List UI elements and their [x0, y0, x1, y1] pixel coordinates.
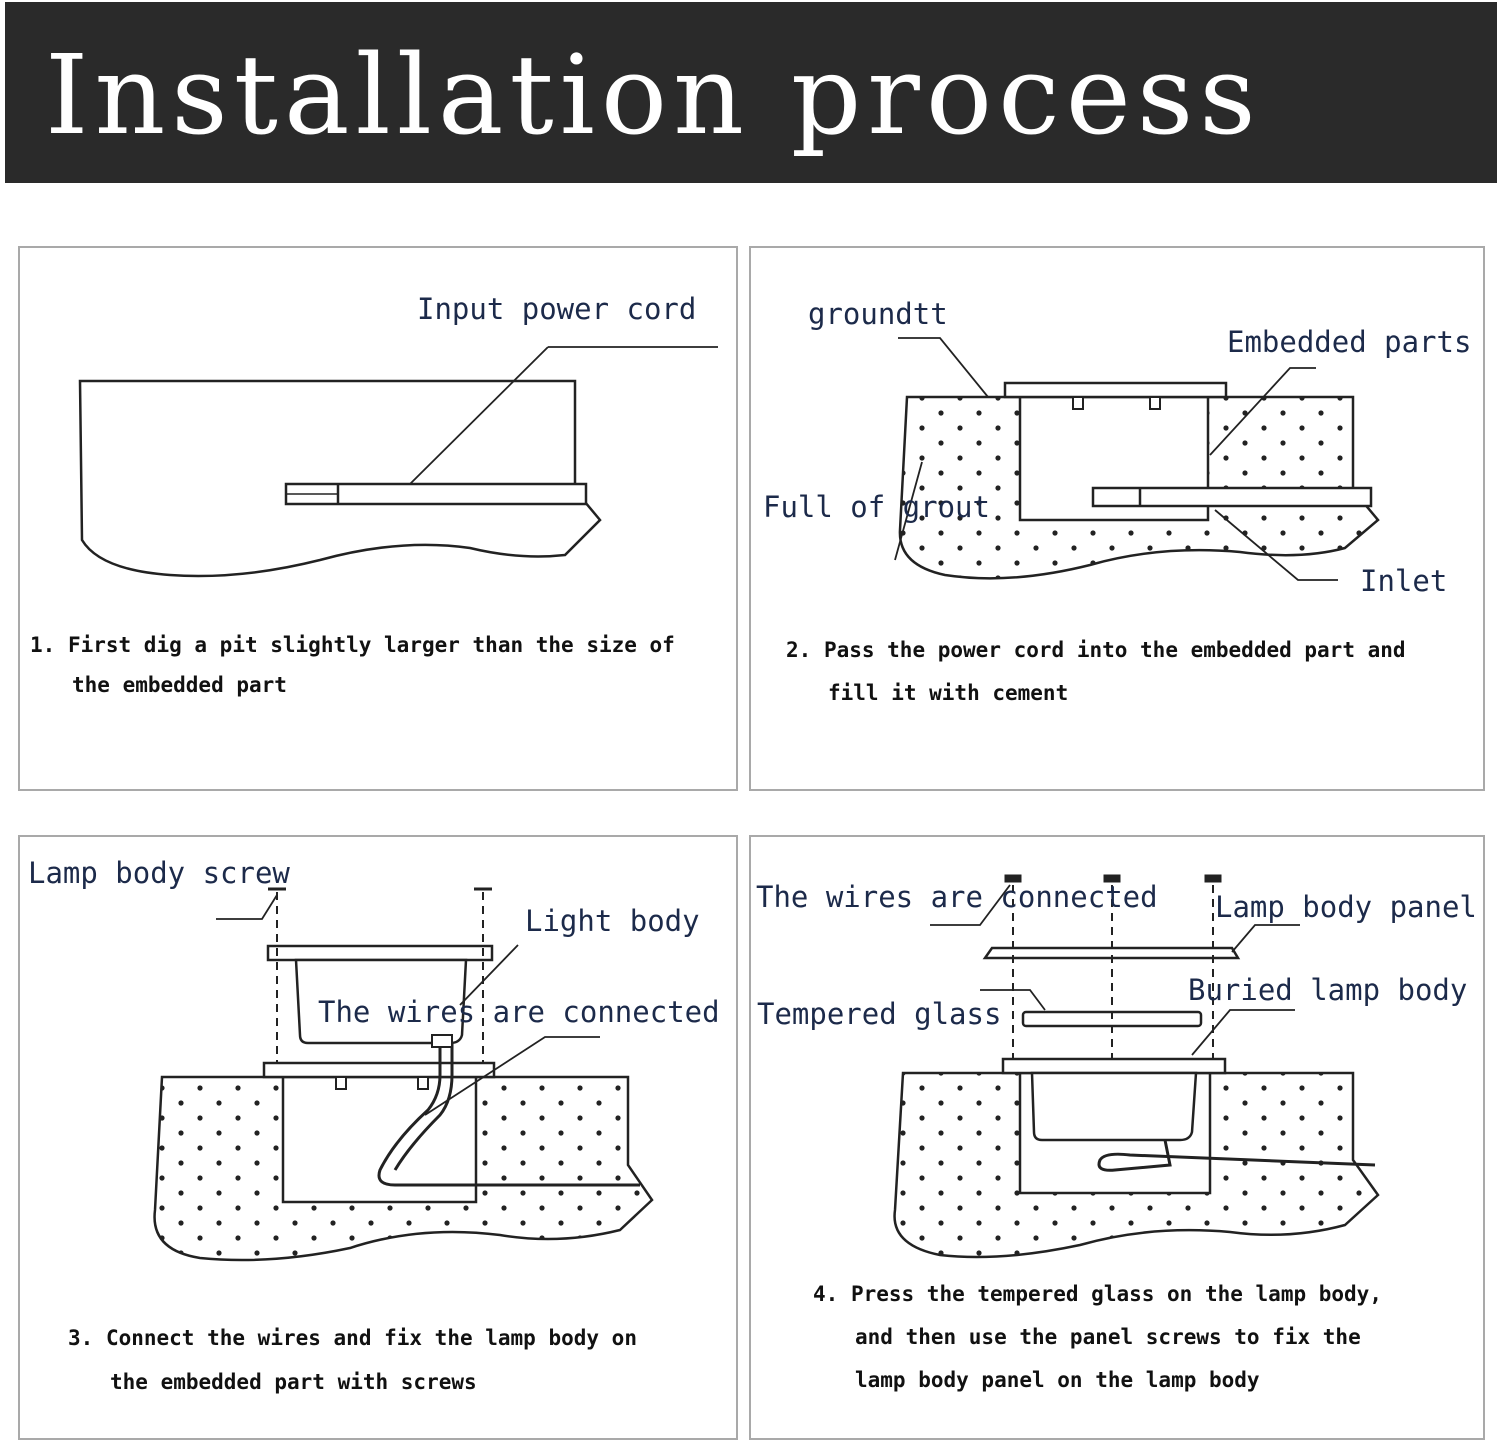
header-banner: Installation process	[5, 2, 1497, 183]
label-tempered-glass: Tempered glass	[757, 997, 1002, 1031]
label-wires-connected-3: The wires are connected	[318, 995, 720, 1029]
step3-line2: the embedded part with screws	[110, 1370, 477, 1394]
step2-number: 2.	[786, 638, 812, 662]
step4-line3: lamp body panel on the lamp body	[855, 1368, 1260, 1392]
label-groundtt: groundtt	[808, 297, 948, 331]
step3-text: 3. Connect the wires and fix the lamp bo…	[68, 1316, 637, 1404]
step1-number: 1.	[30, 633, 56, 657]
step1-panel	[18, 246, 738, 791]
step2-text: 2. Pass the power cord into the embedded…	[786, 629, 1406, 715]
step3-line1: Connect the wires and fix the lamp body …	[105, 1326, 637, 1350]
step2-line2: fill it with cement	[828, 681, 1069, 705]
label-inlet: Inlet	[1360, 564, 1448, 598]
label-lamp-body-screw: Lamp body screw	[28, 856, 290, 890]
step4-line2: and then use the panel screws to fix the	[855, 1325, 1361, 1349]
step2-line1: Pass the power cord into the embedded pa…	[823, 638, 1406, 662]
page-title: Installation process	[45, 31, 1262, 159]
step4-line1: Press the tempered glass on the lamp bod…	[850, 1282, 1382, 1306]
step1-line1: First dig a pit slightly larger than the…	[67, 633, 675, 657]
step4-number: 4.	[813, 1282, 839, 1306]
label-buried-lamp-body: Buried lamp body	[1188, 973, 1468, 1007]
step4-text: 4. Press the tempered glass on the lamp …	[813, 1273, 1382, 1402]
label-wires-connected-4: The wires are connected	[756, 880, 1158, 914]
step3-number: 3.	[68, 1326, 94, 1350]
label-lamp-body-panel: Lamp body panel	[1215, 890, 1477, 924]
label-light-body: Light body	[525, 904, 700, 938]
label-embedded-parts: Embedded parts	[1227, 325, 1472, 359]
label-input-power-cord: Input power cord	[417, 292, 697, 326]
step1-text: 1. First dig a pit slightly larger than …	[30, 625, 675, 705]
label-full-of-grout: Full of grout	[763, 490, 990, 524]
step1-line2: the embedded part	[72, 673, 287, 697]
